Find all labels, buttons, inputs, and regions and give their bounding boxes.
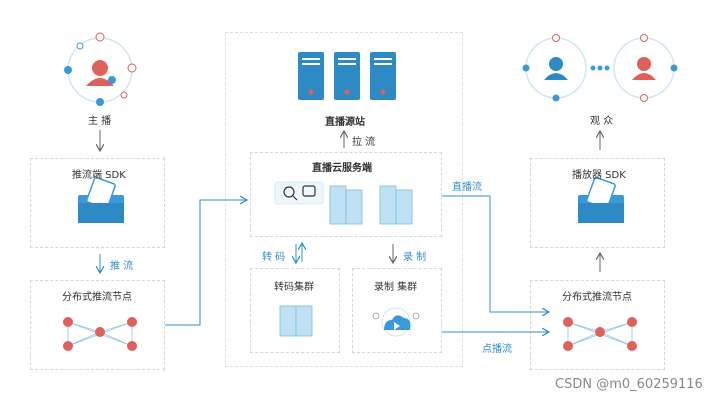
live-cloud-servers-icon (329, 185, 413, 225)
pull-stream-label: 拉 流 (352, 137, 376, 148)
dist-node-left-box (30, 280, 165, 370)
live-cloud-search-icon (274, 181, 324, 205)
dist-node-right-label: 分布式推流节点 (562, 292, 632, 303)
transcode-cluster-label: 转码集群 (274, 282, 314, 293)
push-stream-label: 推 流 (110, 261, 134, 272)
dist-node-right-pins-icon (563, 317, 637, 351)
live-source-label: 直播源站 (325, 117, 365, 128)
push-sdk-label: 推流端 SDK (72, 170, 126, 181)
player-sdk-label: 播放器 SDK (572, 170, 626, 181)
audience-label: 观 众 (590, 116, 614, 127)
storage-cloud-icon (372, 307, 420, 337)
anchor-label: 主 播 (88, 116, 112, 127)
live-source-servers-icon (298, 52, 396, 100)
transcode-cluster-icon (279, 305, 313, 337)
dist-node-right-box (530, 280, 665, 370)
audience-avatars-icon (522, 34, 678, 102)
on-demand-stream-label: 点播流 (482, 344, 512, 355)
player-sdk-folder-icon (578, 176, 624, 223)
dist-node-left-pins-icon (63, 317, 137, 351)
push-sdk-folder-icon (78, 176, 124, 223)
record-label: 录 制 (403, 252, 427, 263)
storage-cluster-label: 录制 集群 (374, 282, 418, 293)
anchor-avatar-icon (64, 32, 137, 106)
transcode-label: 转 码 (262, 252, 286, 263)
dist-node-left-label: 分布式推流节点 (62, 292, 132, 303)
live-stream-label: 直播流 (452, 182, 482, 193)
live-cloud-label: 直播云服务端 (312, 163, 372, 174)
watermark: CSDN @m0_60259116 (555, 377, 703, 392)
storage-cluster-box (352, 268, 442, 353)
